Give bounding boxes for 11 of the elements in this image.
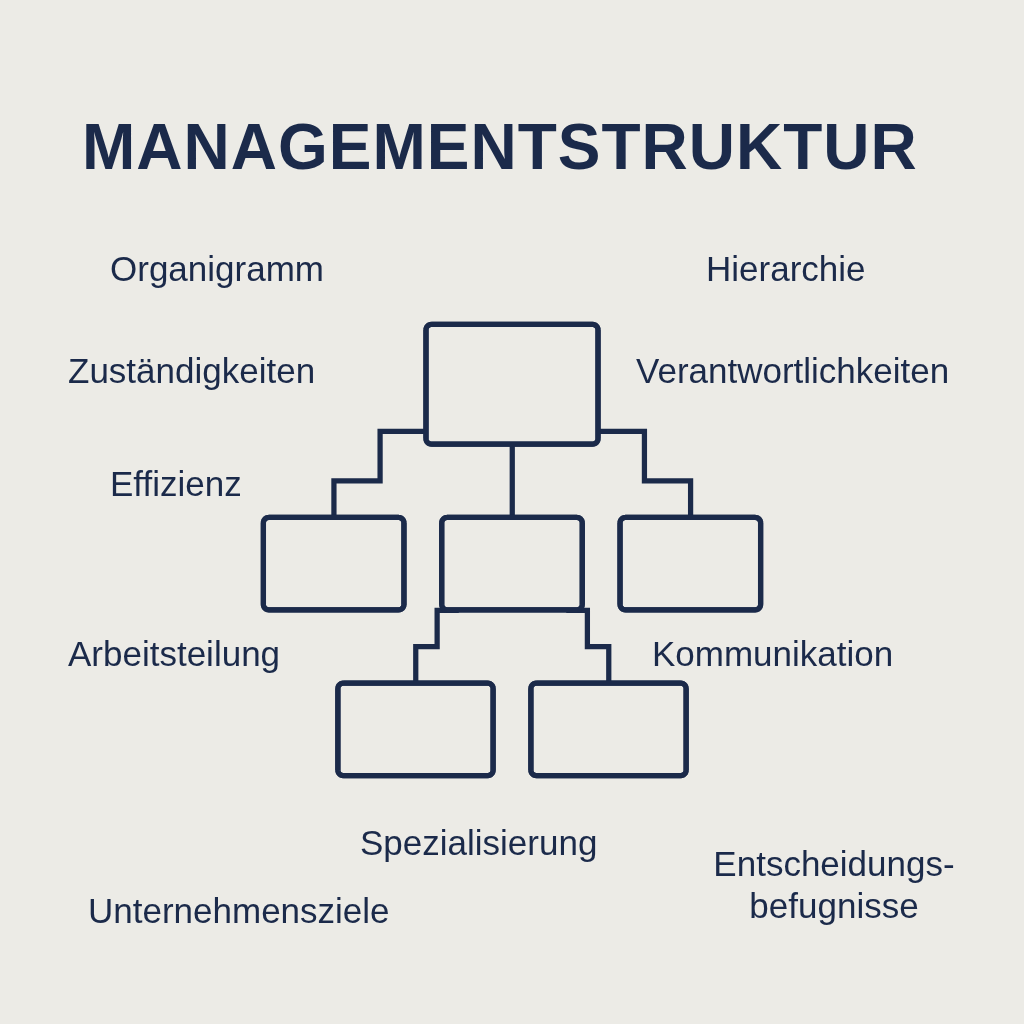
label-text: Entscheidungs- befugnisse [712, 843, 956, 927]
label-text: Unternehmensziele [88, 890, 390, 932]
label-text: Effizienz [110, 463, 242, 505]
label-text: Verantwortlichkeiten [636, 350, 950, 392]
label-text: Kommunikation [652, 633, 894, 675]
label-text: Spezialisierung [360, 822, 598, 864]
label-text: Hierarchie [706, 248, 866, 290]
label-text: Zuständigkeiten [68, 350, 316, 392]
label-text: Organigramm [110, 248, 324, 290]
label-text: Arbeitsteilung [68, 633, 281, 675]
title: MANAGEMENTSTRUKTUR [82, 112, 918, 183]
